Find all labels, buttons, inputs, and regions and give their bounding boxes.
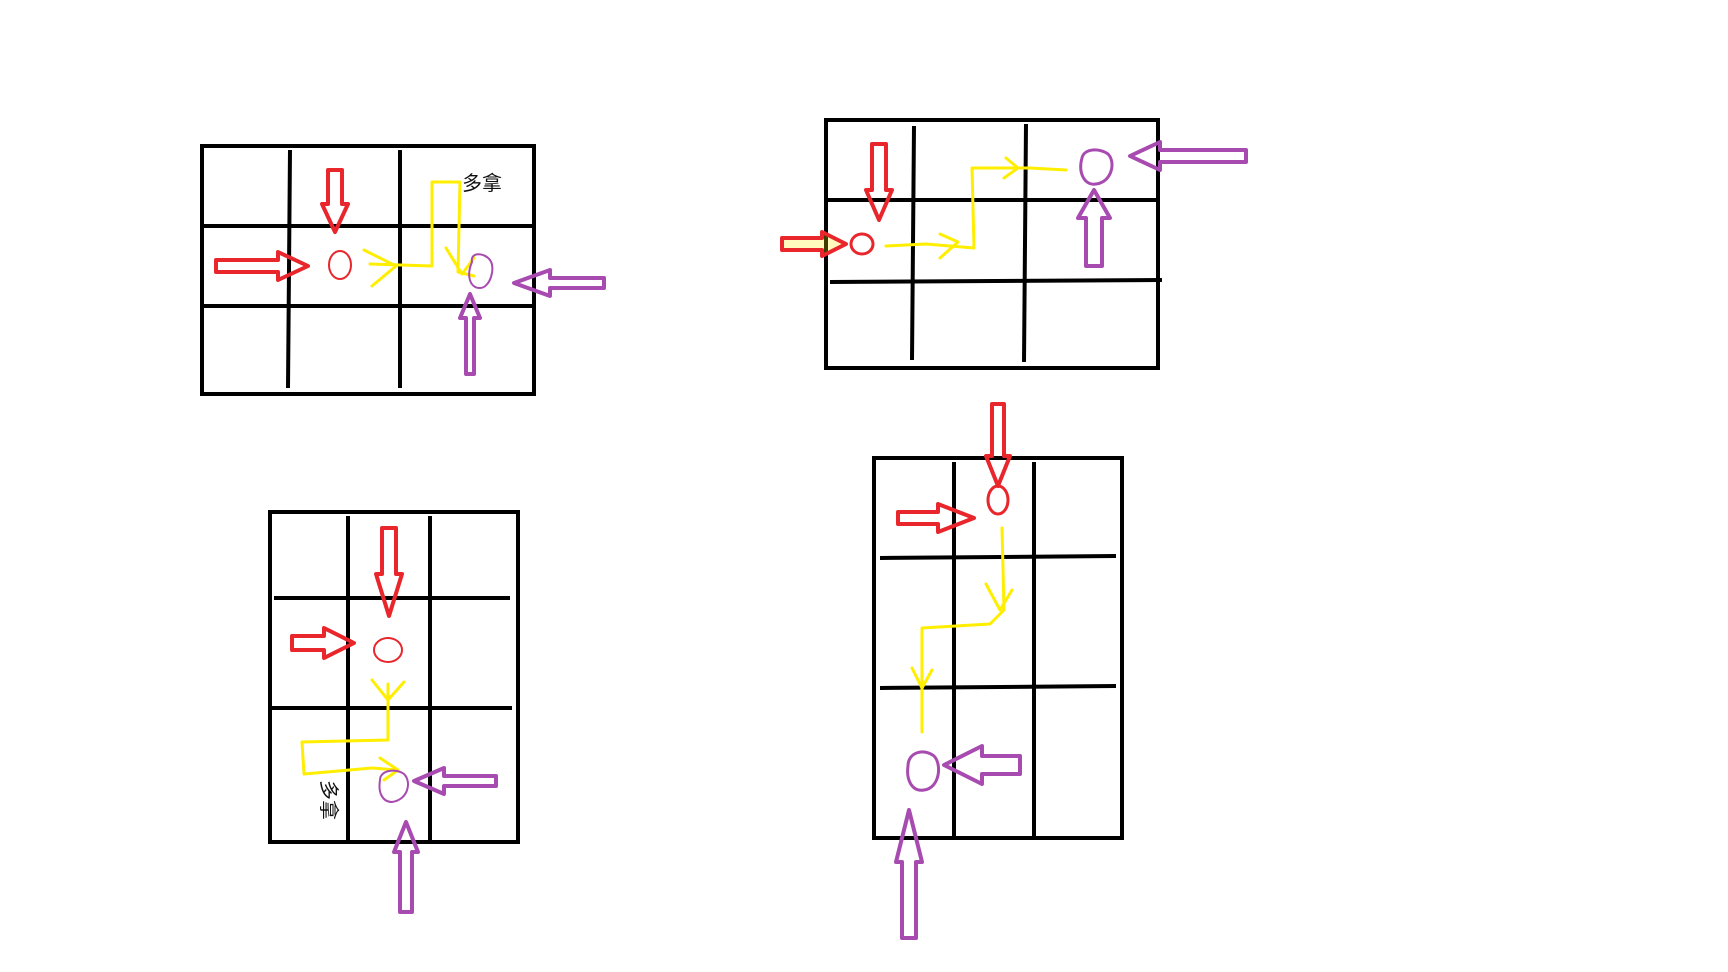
purple-arrow-left xyxy=(412,766,498,796)
red-arrow-right xyxy=(214,250,310,282)
purple-piece xyxy=(468,253,494,290)
red-piece xyxy=(986,484,1010,516)
yellow-path xyxy=(300,678,406,782)
red-arrow-right xyxy=(290,626,356,660)
grid-lines xyxy=(872,456,1124,840)
purple-arrow-up xyxy=(1076,188,1112,268)
red-arrow-right xyxy=(780,230,848,258)
grid-top-left: 多拿 xyxy=(200,144,606,396)
note-bottom-left: 多拿 xyxy=(317,780,341,820)
purple-arrow-left xyxy=(942,744,1022,786)
red-arrow-right xyxy=(896,502,976,534)
red-arrow-down xyxy=(374,526,404,618)
grid-lines xyxy=(824,118,1163,370)
yellow-path xyxy=(910,526,1014,734)
purple-arrow-up xyxy=(458,292,482,376)
red-piece xyxy=(849,232,875,256)
yellow-path xyxy=(362,180,476,288)
purple-arrow-left xyxy=(1128,140,1248,172)
red-piece xyxy=(373,637,403,663)
grid-top-right xyxy=(780,118,1248,370)
grid-bottom-left: 多拿 xyxy=(268,510,520,914)
red-arrow-down xyxy=(864,142,894,222)
purple-arrow-left xyxy=(512,268,606,298)
grid-bottom-right xyxy=(872,402,1124,940)
note-top-left: 多拿 xyxy=(462,171,502,195)
purple-arrow-up xyxy=(392,820,420,914)
purple-piece xyxy=(1079,148,1114,186)
red-arrow-down xyxy=(320,168,350,234)
grid-lines xyxy=(200,144,536,396)
purple-piece xyxy=(378,769,409,804)
yellow-path xyxy=(884,156,1068,260)
purple-arrow-up xyxy=(894,808,924,940)
red-arrow-down xyxy=(984,402,1012,488)
purple-piece xyxy=(906,750,941,792)
red-piece xyxy=(328,250,352,280)
